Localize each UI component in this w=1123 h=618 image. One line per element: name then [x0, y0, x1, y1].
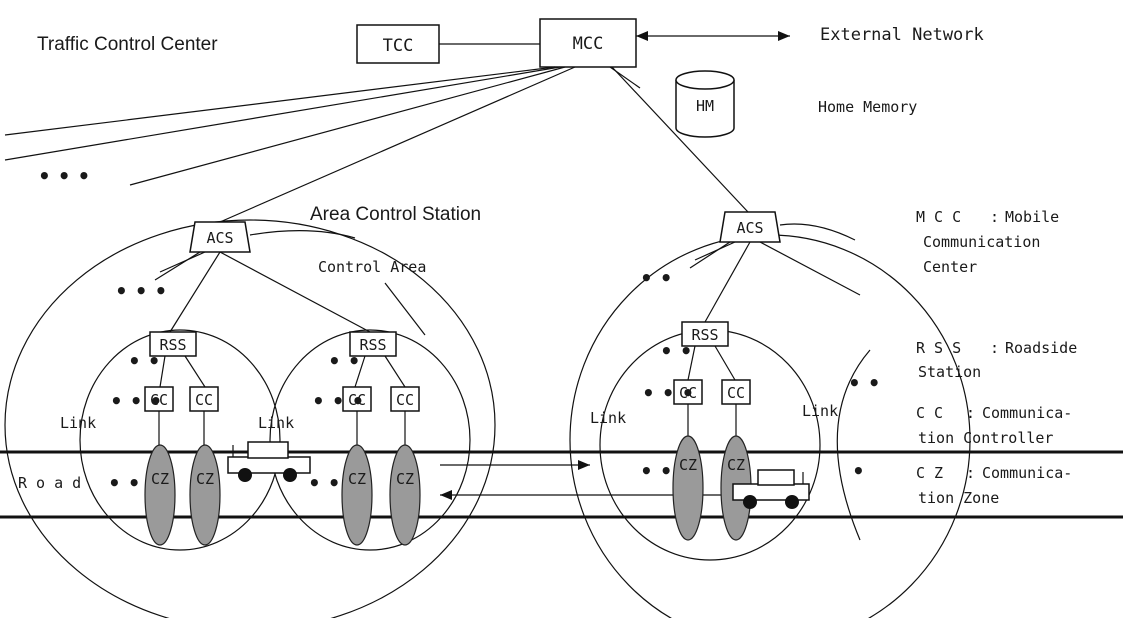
acs-branch-line [695, 242, 735, 260]
legend-mcc-line1: Mobile [1005, 208, 1059, 226]
communication-zone [145, 445, 175, 545]
traffic-control-center-label: Traffic Control Center [37, 34, 218, 55]
control-area-right [570, 235, 970, 618]
vehicle-icon [228, 442, 310, 482]
rss-cc-line [715, 346, 735, 380]
acs-left-label: ACS [206, 229, 233, 247]
area-control-arc [250, 231, 355, 238]
cc-ellipsis: • • • [642, 381, 694, 405]
mcc-label: MCC [573, 34, 604, 54]
legend-cc-abbr: C C [916, 404, 943, 422]
legend-sep: : [966, 464, 975, 482]
mcc-branch-line [5, 67, 555, 135]
legend-cz-line2: tion Zone [918, 489, 999, 507]
rss-label: RSS [359, 336, 386, 354]
rss-ellipsis: • • [328, 349, 361, 373]
rss-label: RSS [691, 326, 718, 344]
cc-label: CC [396, 391, 414, 409]
rss-cc-line [160, 356, 165, 387]
cell-4-ellipsis: • • [848, 371, 881, 395]
rss-cell-3 [600, 330, 820, 560]
cell-4-dot: • [852, 459, 865, 483]
communication-zone [190, 445, 220, 545]
legend-sep: : [990, 339, 999, 357]
legend-sep: : [966, 404, 975, 422]
cz-label: CZ [196, 470, 214, 488]
link-label: Link [60, 414, 96, 432]
link-label: Link [802, 402, 838, 420]
acs-left-ellipsis: • • • [115, 279, 167, 303]
cz-label: CZ [151, 470, 169, 488]
tcc-label: TCC [383, 36, 414, 56]
communication-zone [342, 445, 372, 545]
arrowhead-right-icon [578, 460, 590, 470]
communication-zone [390, 445, 420, 545]
acs-branch-line [160, 252, 205, 272]
legend-mcc-line3: Center [923, 258, 977, 276]
road-label: R o a d [18, 474, 81, 492]
legend-cz-line1: Communica- [982, 464, 1072, 482]
rss-label: RSS [159, 336, 186, 354]
cz-label: CZ [396, 470, 414, 488]
link-label: Link [258, 414, 294, 432]
mcc-branch-line [5, 67, 560, 160]
legend-mcc-abbr: M C C [916, 208, 961, 226]
legend: M C C : Mobile Communication Center R S … [916, 208, 1077, 507]
acs-right-label: ACS [736, 219, 763, 237]
legend-rss-line1: Roadside [1005, 339, 1077, 357]
hm-label: HM [696, 97, 714, 115]
control-area-pointer [385, 283, 425, 335]
external-network-label: External Network [820, 25, 984, 45]
acs-branch-line [690, 242, 730, 268]
rss-cc-line [385, 356, 405, 387]
rss-ellipsis: • • [660, 339, 693, 363]
legend-sep: : [990, 208, 999, 226]
legend-rss-line2: Station [918, 363, 981, 381]
mcc-branch-line [130, 67, 565, 185]
link-label: Link [590, 409, 626, 427]
control-area-label: Control Area [318, 258, 426, 276]
acs-branch-line [155, 252, 200, 280]
legend-cc-line1: Communica- [982, 404, 1072, 422]
legend-cc-line2: tion Controller [918, 429, 1053, 447]
home-memory-label: Home Memory [818, 98, 917, 116]
cz-label: CZ [679, 456, 697, 474]
arrowhead-right-icon [778, 31, 790, 41]
cc-label: CC [727, 384, 745, 402]
arrowhead-left-icon [440, 490, 452, 500]
cz-label: CZ [727, 456, 745, 474]
more-branches-ellipsis: • • • [38, 164, 90, 188]
cc-label: CC [195, 391, 213, 409]
cz-label: CZ [348, 470, 366, 488]
acs-right-ellipsis: • • [640, 266, 673, 290]
rss-cc-line [185, 356, 205, 387]
mcc-acs-left-line [220, 67, 575, 222]
legend-cz-abbr: C Z [916, 464, 943, 482]
cc-ellipsis: • • • [312, 389, 364, 413]
area-control-station-label: Area Control Station [310, 204, 481, 225]
area-control-arc-right [780, 224, 855, 240]
cc-ellipsis: • • • [110, 389, 162, 413]
legend-mcc-line2: Communication [923, 233, 1040, 251]
communication-zone [673, 436, 703, 540]
legend-rss-abbr: R S S [916, 339, 961, 357]
rss-ellipsis: • • [128, 349, 161, 373]
arrowhead-left-icon [636, 31, 648, 41]
